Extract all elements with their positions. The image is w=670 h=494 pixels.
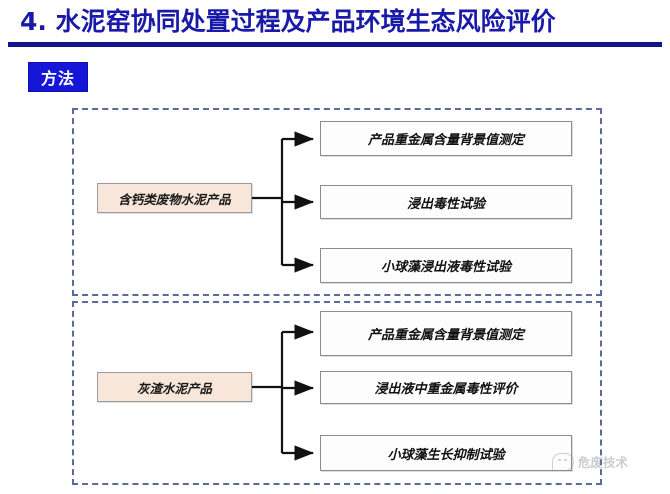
target-node-group-2-item-1[interactable]: 产品重金属含量背景值测定 <box>320 311 572 356</box>
section-badge-method: 方法 <box>28 62 88 92</box>
page-title: 4. 水泥窑协同处置过程及产品环境生态风险评价 <box>20 7 556 36</box>
target-node-group-1-item-1[interactable]: 产品重金属含量背景值测定 <box>320 121 572 156</box>
target-node-group-2-item-3[interactable]: 小球藻生长抑制试验 <box>320 435 572 471</box>
diagram-group-1-frame <box>72 108 602 296</box>
watermark-label: 危废技术 <box>578 455 629 470</box>
target-node-group-1-item-2[interactable]: 浸出毒性试验 <box>320 185 572 219</box>
source-node-group-1[interactable]: 含钙类废物水泥产品 <box>97 183 252 213</box>
target-node-group-2-item-2[interactable]: 浸出液中重金属毒性评价 <box>320 371 572 404</box>
target-node-group-1-item-3[interactable]: 小球藻浸出液毒性试验 <box>320 248 572 283</box>
diagram-group-2-frame <box>72 301 602 485</box>
watermark: 危废技术 <box>552 452 628 471</box>
title-underline <box>8 42 662 47</box>
slide-header: 4. 水泥窑协同处置过程及产品环境生态风险评价 <box>0 0 670 50</box>
wechat-icon <box>552 452 574 471</box>
source-node-group-2[interactable]: 灰渣水泥产品 <box>97 372 252 402</box>
